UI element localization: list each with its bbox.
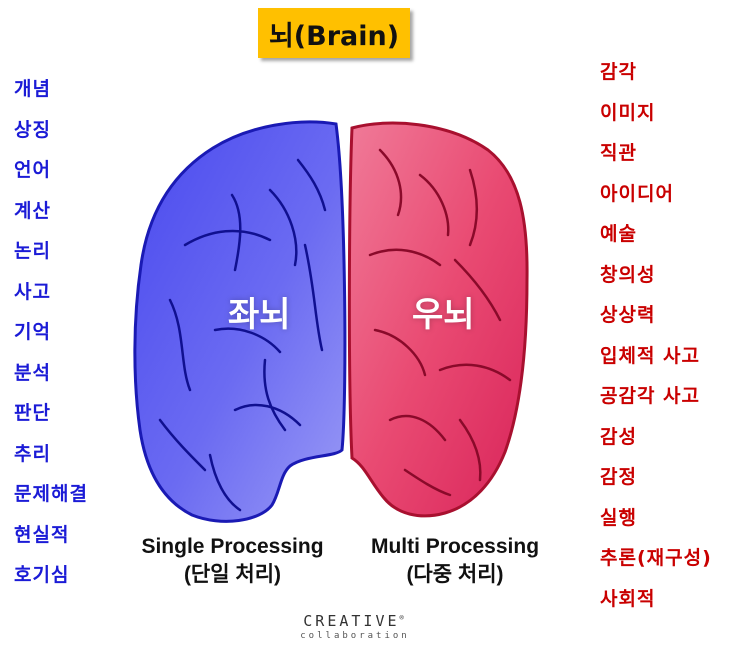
left-caption-line2: (단일 처리) [183, 563, 282, 586]
trait-item: 추리 [14, 442, 51, 465]
left-caption-line1: Single Processing [141, 535, 324, 558]
page-title: 뇌(Brain) [268, 20, 400, 52]
trait-item: 상상력 [600, 304, 656, 326]
trait-item: 현실적 [14, 523, 70, 546]
trait-item: 감성 [600, 425, 637, 448]
trait-item: 입체적 사고 [600, 344, 701, 367]
trait-item: 감각 [600, 61, 637, 83]
trait-item: 공감각 사고 [600, 385, 701, 407]
trait-item: 창의성 [600, 263, 656, 286]
trait-item: 판단 [14, 402, 51, 424]
trait-item: 직관 [600, 142, 637, 164]
trait-item: 감정 [600, 466, 637, 488]
left-hemisphere-folds [158, 158, 327, 512]
right-caption-line1: Multi Processing [370, 535, 540, 558]
right-caption: Multi Processing (다중 처리) [350, 533, 560, 589]
trait-item: 아이디어 [600, 182, 674, 205]
trait-item: 이미지 [600, 101, 656, 124]
trait-item: 추론(재구성) [600, 547, 712, 569]
right-hemisphere-label: 우뇌 [412, 295, 475, 335]
trait-item: 호기심 [14, 564, 70, 586]
creative-collaboration-logo: CREATIVE® collaboration [290, 612, 420, 641]
left-hemisphere-label: 좌뇌 [228, 295, 291, 335]
trait-item: 분석 [14, 361, 51, 384]
logo-main-text: CREATIVE® [303, 612, 407, 630]
trait-item: 문제해결 [14, 483, 88, 505]
trait-item: 기억 [14, 321, 51, 343]
right-hemisphere-folds [368, 148, 512, 497]
trait-item: 예술 [600, 223, 637, 245]
left-hemisphere [133, 120, 347, 523]
trait-item: 논리 [14, 240, 51, 262]
trait-item: 언어 [14, 159, 51, 181]
trait-item: 상징 [14, 118, 51, 141]
trait-item: 사고 [14, 280, 51, 303]
trait-item: 실행 [600, 506, 637, 529]
trait-item: 사회적 [600, 587, 656, 610]
trait-item: 개념 [14, 78, 51, 100]
left-caption: Single Processing (단일 처리) [120, 533, 345, 589]
trait-item: 계산 [14, 199, 51, 222]
logo-sub-text: collaboration [300, 631, 410, 641]
title-box: 뇌(Brain) [258, 8, 410, 58]
right-caption-line2: (다중 처리) [406, 563, 504, 586]
